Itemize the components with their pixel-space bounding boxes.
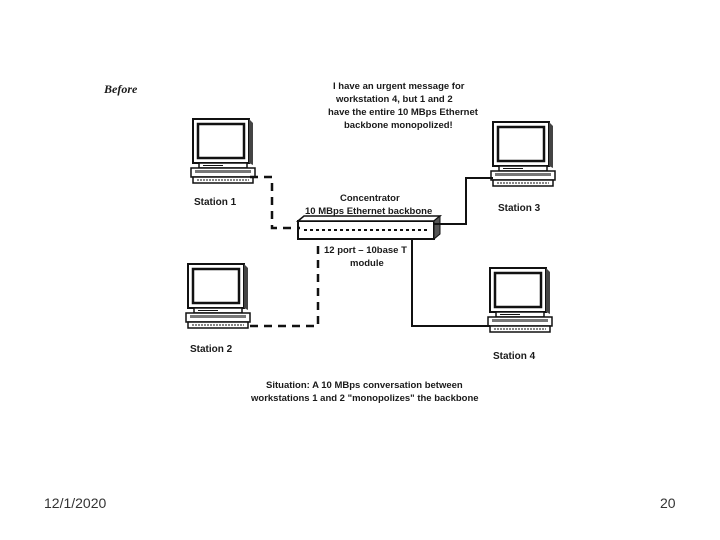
module-line-2: module [350, 258, 384, 269]
page-number: 20 [660, 495, 676, 511]
station-1-label: Station 1 [194, 197, 237, 208]
dashed-link-station-2 [250, 238, 320, 328]
situation-line-2: workstations 1 and 2 "monopolizes" the b… [251, 393, 479, 404]
solid-link-station-3 [434, 177, 493, 225]
footer-date: 12/1/2020 [44, 495, 107, 511]
concentrator-hub [295, 214, 443, 241]
station-2-computer-icon [184, 262, 252, 330]
speech-line-4: backbone monopolized! [344, 120, 453, 131]
before-label: Before [104, 82, 138, 96]
solid-link-station-4 [411, 239, 490, 327]
station-1-computer-icon [189, 117, 257, 185]
situation-line-1: Situation: A 10 MBps conversation betwee… [266, 380, 463, 391]
station-2-label: Station 2 [190, 344, 233, 355]
speech-line-1: I have an urgent message for [333, 81, 465, 92]
speech-line-2: workstation 4, but 1 and 2 [336, 94, 453, 105]
dashed-link-station-1 [250, 175, 300, 230]
concentrator-subtitle: 10 MBps Ethernet backbone [305, 206, 433, 217]
station-4-computer-icon [486, 266, 554, 334]
station-4-label: Station 4 [493, 351, 536, 362]
concentrator-title: Concentrator [340, 193, 400, 204]
station-3-computer-icon [489, 120, 557, 188]
speech-line-3: have the entire 10 MBps Ethernet [328, 107, 478, 118]
station-3-label: Station 3 [498, 203, 541, 214]
module-line-1: 12 port – 10base T [324, 245, 407, 256]
